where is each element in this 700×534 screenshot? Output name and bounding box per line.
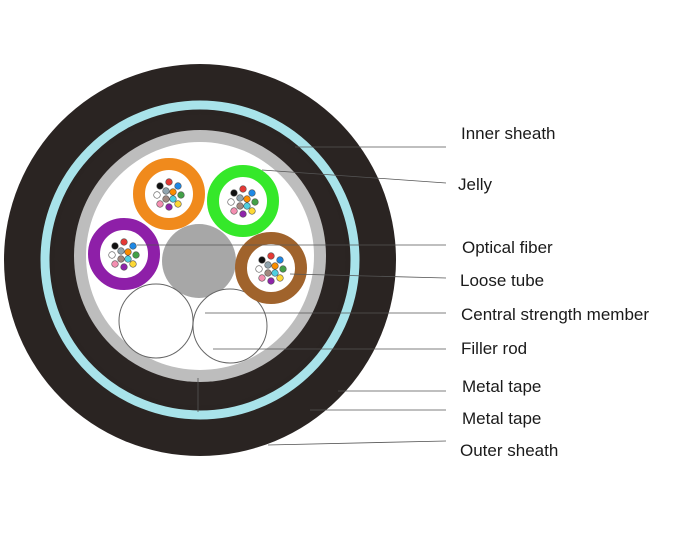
optical-fiber [156,182,164,190]
label-inner-sheath: Inner sheath [461,124,556,143]
loose-tube-brown [235,232,307,304]
optical-fiber [271,262,279,270]
optical-fiber [267,252,275,260]
filler-rod [118,283,194,359]
label-filler-rod: Filler rod [461,339,527,358]
optical-fiber [279,265,287,273]
optical-fiber [230,207,238,215]
leader-line [289,273,447,279]
optical-fiber [129,260,137,268]
loose-tube-orange [133,158,205,230]
optical-fiber [174,200,182,208]
label-metal-tape-1: Metal tape [462,377,541,396]
optical-fiber [243,195,251,203]
optical-fiber [239,210,247,218]
metal-tape-outer [40,100,360,420]
optical-fiber [243,202,251,210]
optical-fiber [236,194,244,202]
optical-fiber [239,185,247,193]
label-jelly: Jelly [458,175,493,194]
optical-fiber [264,261,272,269]
optical-fiber [267,277,275,285]
optical-fiber [162,187,170,195]
label-outer-sheath: Outer sheath [460,441,558,460]
optical-fiber [255,265,263,273]
optical-fiber [165,178,173,186]
optical-fiber [129,242,137,250]
label-optical-fiber: Optical fiber [462,238,553,257]
optical-fiber [124,248,132,256]
cable-cross-section [4,64,396,456]
optical-fiber [153,191,161,199]
leader-line [267,440,447,446]
optical-fiber [117,247,125,255]
optical-fiber [117,255,125,263]
optical-fiber [169,188,177,196]
loose-tube-green [207,165,279,237]
label-central-strength-member: Central strength member [461,305,649,324]
leader-lines [137,146,447,446]
optical-fiber [258,256,266,264]
optical-fiber [124,255,132,263]
optical-fiber [276,274,284,282]
optical-fiber [169,195,177,203]
label-metal-tape-2: Metal tape [462,409,541,428]
optical-fiber [111,242,119,250]
optical-fiber [227,198,235,206]
loose-tube-ring [207,165,279,237]
optical-fiber [264,269,272,277]
optical-fiber [258,274,266,282]
optical-fiber [120,263,128,271]
optical-fiber [177,191,185,199]
optical-fiber [108,251,116,259]
loose-tube-ring [133,158,205,230]
optical-fiber [230,189,238,197]
optical-fiber [248,189,256,197]
optical-fiber [251,198,259,206]
optical-fiber [271,269,279,277]
label-loose-tube: Loose tube [460,271,544,290]
loose-tube-ring [88,218,160,290]
optical-fiber [165,203,173,211]
optical-fiber [132,251,140,259]
leader-line [261,169,447,184]
optical-fiber [120,238,128,246]
optical-fiber [174,182,182,190]
optical-fiber [162,195,170,203]
loose-tube-ring [235,232,307,304]
loose-tubes [88,158,307,304]
optical-fiber [248,207,256,215]
labels: Inner sheath Jelly Optical fiber Loose t… [458,124,649,460]
filler-rod [192,288,268,364]
loose-tube-purple [88,218,160,290]
optical-fiber [236,202,244,210]
central-strength-member [162,224,236,298]
optical-fiber [276,256,284,264]
optical-fiber [111,260,119,268]
optical-fiber [156,200,164,208]
